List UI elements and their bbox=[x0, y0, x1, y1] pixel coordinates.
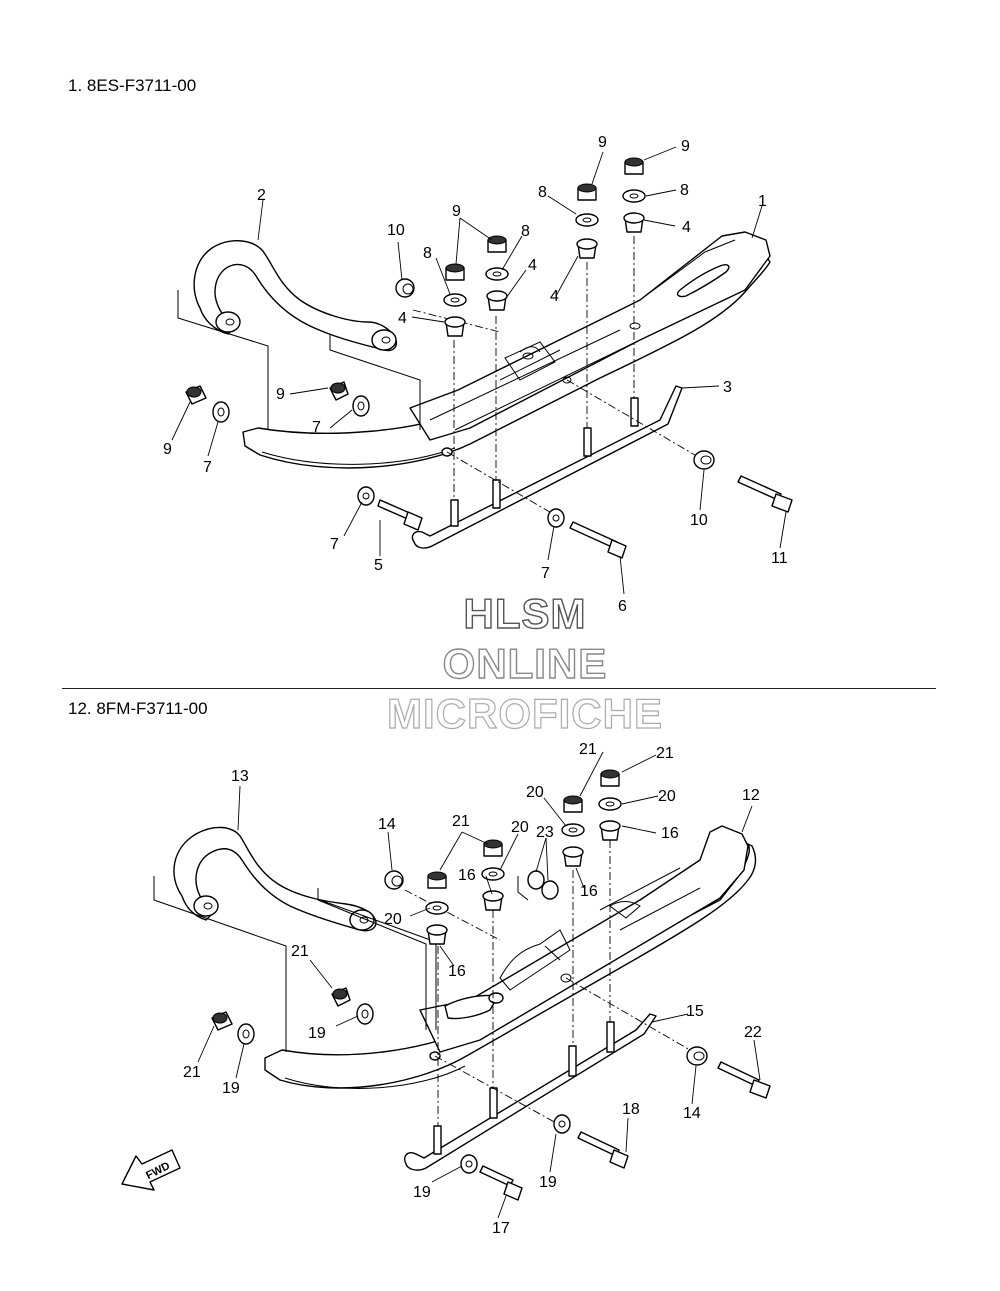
leader-lines-bottom bbox=[197, 751, 761, 1219]
section-title-1: 1. 8ES-F3711-00 bbox=[68, 76, 197, 95]
watermark-line-1: HLSM bbox=[463, 589, 587, 637]
callout-22: 22 bbox=[744, 1024, 762, 1041]
callout-8: 8 bbox=[521, 223, 530, 240]
wear-bar-studs-top bbox=[450, 397, 639, 527]
callouts-top: 1 2 3 4 4 4 4 5 6 7 7 7 7 8 8 8 8 9 9 9 … bbox=[163, 134, 788, 615]
callout-20: 20 bbox=[384, 911, 402, 928]
ski-handle-top bbox=[177, 240, 421, 430]
callout-16: 16 bbox=[580, 883, 598, 900]
callouts-bottom: 12 13 14 14 15 16 16 16 16 17 18 19 19 1… bbox=[183, 741, 762, 1237]
assembly-lines-bottom bbox=[404, 840, 691, 1126]
callout-19: 19 bbox=[539, 1174, 557, 1191]
callout-11: 11 bbox=[771, 550, 788, 567]
callout-2: 2 bbox=[257, 187, 266, 204]
callout-16: 16 bbox=[458, 867, 476, 884]
callout-23: 23 bbox=[536, 824, 554, 841]
callout-9: 9 bbox=[276, 386, 285, 403]
callout-4: 4 bbox=[682, 219, 691, 236]
ski-handle-bottom bbox=[153, 826, 437, 1052]
callout-21: 21 bbox=[656, 745, 674, 762]
callout-20: 20 bbox=[526, 784, 544, 801]
callout-15: 15 bbox=[686, 1003, 704, 1020]
ski-body-top bbox=[242, 231, 771, 469]
callout-10: 10 bbox=[387, 222, 405, 239]
callout-14: 14 bbox=[378, 816, 396, 833]
callout-14: 14 bbox=[683, 1105, 701, 1122]
callout-5: 5 bbox=[374, 557, 383, 574]
callout-8: 8 bbox=[423, 245, 432, 262]
callout-19: 19 bbox=[222, 1080, 240, 1097]
hardware-top bbox=[185, 157, 793, 559]
fwd-arrow: FWD bbox=[121, 1149, 181, 1191]
callout-9: 9 bbox=[452, 203, 461, 220]
callout-9: 9 bbox=[681, 138, 690, 155]
callout-4: 4 bbox=[550, 288, 559, 305]
callout-8: 8 bbox=[538, 184, 547, 201]
callout-3: 3 bbox=[723, 379, 732, 396]
callout-6: 6 bbox=[618, 598, 627, 615]
callout-13: 13 bbox=[231, 768, 249, 785]
watermark-line-2: ONLINE bbox=[442, 639, 608, 687]
callout-1: 1 bbox=[758, 193, 767, 210]
callout-21: 21 bbox=[291, 943, 309, 960]
callout-4: 4 bbox=[528, 257, 537, 274]
callout-9: 9 bbox=[163, 441, 172, 458]
callout-7: 7 bbox=[541, 565, 550, 582]
callout-18: 18 bbox=[622, 1101, 640, 1118]
watermark-line-3: MICROFICHE bbox=[386, 689, 663, 737]
callout-20: 20 bbox=[658, 788, 676, 805]
callout-21: 21 bbox=[452, 813, 470, 830]
wear-bar-bottom bbox=[404, 1013, 657, 1171]
callout-21: 21 bbox=[183, 1064, 201, 1081]
wear-bar-top bbox=[411, 385, 683, 549]
hardware-bottom bbox=[211, 769, 771, 1201]
callout-21: 21 bbox=[579, 741, 597, 758]
leader-lines-top bbox=[171, 146, 787, 595]
ski-assembly-bottom: FWD 12 13 14 14 15 16 16 16 16 17 18 1 bbox=[121, 741, 771, 1237]
ski-assembly-top: 1 2 3 4 4 4 4 5 6 7 7 7 7 8 8 8 8 9 9 9 … bbox=[163, 134, 793, 615]
callout-7: 7 bbox=[330, 536, 339, 553]
callout-10: 10 bbox=[690, 512, 708, 529]
callout-8: 8 bbox=[680, 182, 689, 199]
callout-19: 19 bbox=[308, 1025, 326, 1042]
callout-7: 7 bbox=[203, 459, 212, 476]
callout-7: 7 bbox=[312, 419, 321, 436]
section-title-2: 12. 8FM-F3711-00 bbox=[68, 699, 208, 718]
callout-20: 20 bbox=[511, 819, 529, 836]
callout-19: 19 bbox=[413, 1184, 431, 1201]
callout-16: 16 bbox=[448, 963, 466, 980]
ski-body-bottom bbox=[264, 825, 757, 1089]
callout-9: 9 bbox=[598, 134, 607, 151]
callout-4: 4 bbox=[398, 310, 407, 327]
callout-12: 12 bbox=[742, 787, 760, 804]
callout-17: 17 bbox=[492, 1220, 510, 1237]
callout-16: 16 bbox=[661, 825, 679, 842]
section-divider bbox=[62, 688, 936, 689]
